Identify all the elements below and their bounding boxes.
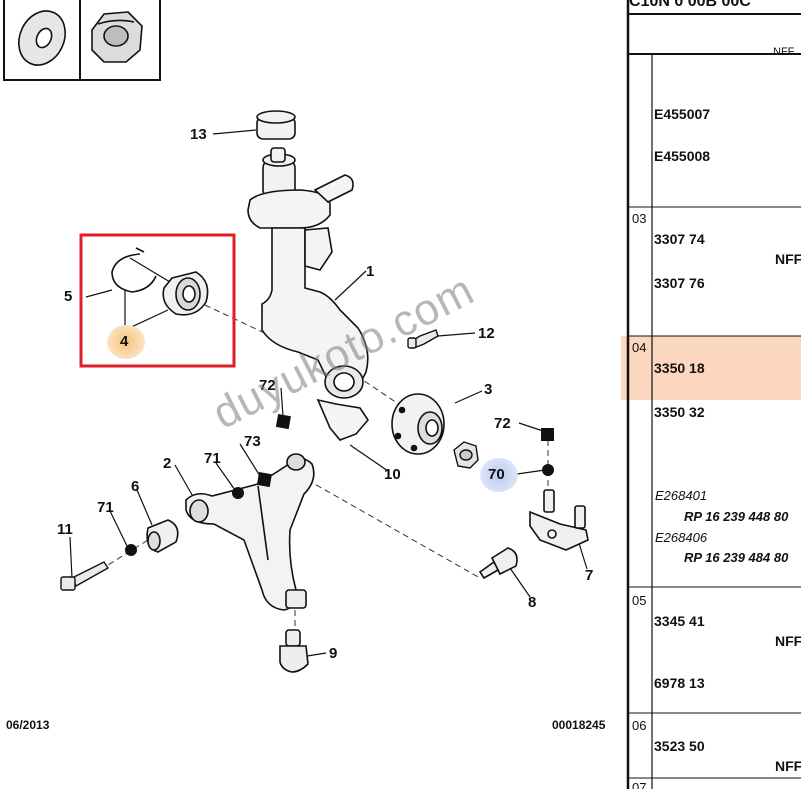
- bearing-part: [162, 271, 209, 316]
- marker-dots: [125, 414, 554, 556]
- callout-70: 70: [488, 466, 505, 483]
- drawing-number: 00018245: [552, 718, 606, 732]
- callout-2: 2: [163, 455, 172, 472]
- callout-8: 8: [528, 594, 537, 611]
- callout-12: 12: [478, 325, 495, 342]
- bush-6-part: [146, 519, 179, 553]
- lower-arm-part: [185, 453, 315, 611]
- callout-10: 10: [384, 466, 401, 483]
- callout-7: 7: [585, 567, 594, 584]
- callout-13: 13: [190, 126, 207, 143]
- row-index: 05: [632, 593, 647, 608]
- callout-72a: 72: [259, 377, 276, 394]
- table-cell-highlighted: 3350 18: [654, 360, 705, 376]
- row-index: 03: [632, 211, 647, 226]
- callout-5: 5: [64, 288, 73, 305]
- table-cell: RP 16 239 448 80: [684, 509, 789, 524]
- wheel-hub-part: [391, 393, 445, 455]
- table-top-fragment: NFF: [773, 46, 795, 58]
- table-cell: 3350 32: [654, 404, 705, 420]
- table-cell: NFF: [775, 251, 801, 267]
- callout-3: 3: [484, 381, 493, 398]
- table-cell: RP 16 239 484 80: [684, 550, 789, 565]
- table-cell: 3307 74: [654, 231, 705, 247]
- row-index: 06: [632, 718, 647, 733]
- legend-boxes: [3, 0, 161, 81]
- table-cell: E268406: [655, 530, 708, 545]
- callout-73: 73: [244, 433, 261, 450]
- bracket-7-part: [529, 489, 589, 551]
- circlip-part: [111, 247, 157, 293]
- diagram-date: 06/2013: [6, 718, 50, 732]
- top-mount-part: [256, 110, 296, 199]
- table-cell: E455007: [654, 106, 711, 122]
- callout-4: 4: [120, 333, 129, 350]
- table-cell: 6978 13: [654, 675, 705, 691]
- hub-nut-part: [453, 441, 479, 469]
- highlight-frame: [79, 233, 236, 368]
- exploded-parts-diagram: 13 1 12 3 72 73 10 72 70 2 71 6 71 11 5 …: [3, 0, 606, 732]
- ball-joint-part: [279, 589, 309, 673]
- callout-6: 6: [131, 478, 140, 495]
- washer-icon: [18, 10, 66, 66]
- steering-knuckle-part: [247, 174, 370, 441]
- nut-icon: [91, 11, 143, 63]
- diagram-drawing: [3, 0, 589, 673]
- callout-9: 9: [329, 645, 338, 662]
- callout-70-highlight: [480, 458, 518, 492]
- table-cell: 3523 50: [654, 738, 705, 754]
- table-cell: NFF: [775, 758, 801, 774]
- highlighted-row-bg: [621, 336, 801, 400]
- table-cell: 3307 76: [654, 275, 705, 291]
- bolt-12-part: [407, 329, 439, 349]
- bush-8-part: [478, 547, 518, 580]
- table-cell: E268401: [655, 488, 708, 503]
- parts-table: C10N 0 00B 00C NFF E455007 E455008 03 33…: [621, 0, 801, 789]
- row-index: 04: [632, 340, 647, 355]
- callout-11: 11: [57, 521, 73, 538]
- table-grid: [621, 0, 801, 789]
- bolt-11-part: [60, 561, 110, 591]
- callout-72b: 72: [494, 415, 511, 432]
- table-header-fragment: C10N 0 00B 00C: [629, 0, 751, 10]
- callout-71b: 71: [97, 499, 114, 516]
- callout-71a: 71: [204, 450, 221, 467]
- table-cell: 3345 41: [654, 613, 705, 629]
- callout-1: 1: [366, 263, 375, 280]
- row-index: 07: [632, 780, 647, 789]
- table-cell: E455008: [654, 148, 711, 164]
- table-cell: NFF: [775, 633, 801, 649]
- callout-4-highlight: [107, 325, 145, 359]
